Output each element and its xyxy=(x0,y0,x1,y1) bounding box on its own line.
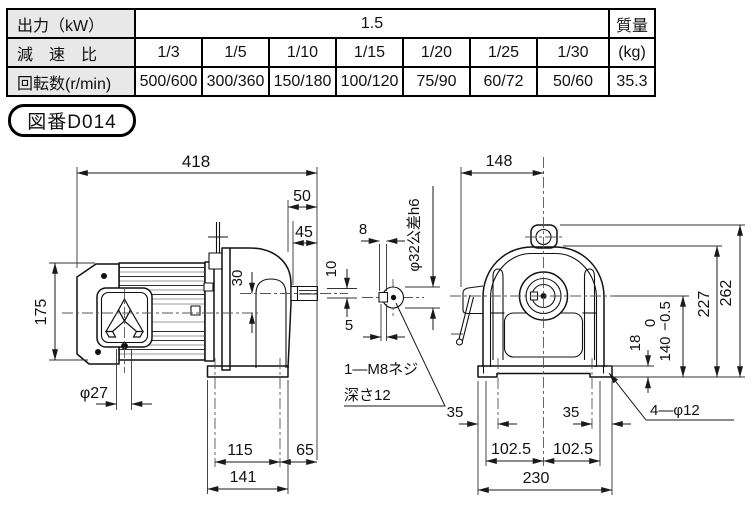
dim-height-175: 175 xyxy=(33,299,50,326)
dim-140-tol-upper: 0 xyxy=(642,319,659,327)
mass-unit: (kg) xyxy=(608,37,656,68)
ratio-cell: 1/20 xyxy=(402,37,471,68)
ratio-label: 減 速 比 xyxy=(6,37,136,68)
shaft-detail: 8 10 5 φ32公差h6 1—M8ネジ 深さ12 xyxy=(323,186,446,407)
spec-row-speed: 回転数(r/min) 500/600 300/360 150/180 100/1… xyxy=(6,66,656,97)
speed-cell: 150/180 xyxy=(268,66,337,97)
dim-width-148: 148 xyxy=(486,153,513,170)
dim-foot-width-230: 230 xyxy=(523,470,550,487)
dim-foot-18: 18 xyxy=(627,335,644,352)
eyebolt-boss xyxy=(208,252,223,270)
dim-height-227: 227 xyxy=(696,291,713,318)
dim-end-65: 65 xyxy=(296,442,314,459)
output-shaft xyxy=(290,281,319,305)
note-tap-line1: 1—M8ネジ xyxy=(344,361,418,378)
dim-140-tol-lower: −0.5 xyxy=(657,301,674,331)
left-rib xyxy=(492,268,504,360)
dim-102-right: 102.5 xyxy=(553,441,593,458)
dim-35-right: 35 xyxy=(563,404,580,421)
gear-housing-rib xyxy=(255,278,287,368)
spec-row-output: 出力（kW） 1.5 質量 xyxy=(6,8,656,39)
cable-entry-bolt xyxy=(121,342,128,350)
dim-key-10: 10 xyxy=(323,261,340,278)
dim-key-width-8: 8 xyxy=(359,221,367,238)
keyway xyxy=(378,291,389,303)
drawing-number-badge: 図番D014 xyxy=(8,104,136,137)
mass-label: 質量 xyxy=(608,8,656,39)
ratio-cell: 1/15 xyxy=(335,37,404,68)
output-label: 出力（kW） xyxy=(6,8,136,39)
terminal-bolt xyxy=(203,282,214,292)
drawing-number: 図番D014 xyxy=(27,112,117,133)
side-foot xyxy=(206,365,289,378)
dim-foot-pitch-115: 115 xyxy=(227,442,253,459)
spec-table: 出力（kW） 1.5 質量 減 速 比 1/3 1/5 1/10 1/15 1/… xyxy=(6,8,656,97)
ratio-cell: 1/30 xyxy=(536,37,610,68)
dim-height-140: 140 xyxy=(657,336,674,361)
dim-shaft-50: 50 xyxy=(293,188,311,205)
gear-housing xyxy=(230,247,292,369)
note-mounting-holes: 4—φ12 xyxy=(650,402,700,419)
speed-label: 回転数(r/min) xyxy=(6,66,136,97)
dim-shaft-offset-30: 30 xyxy=(229,270,246,287)
front-shaft-center xyxy=(540,293,547,299)
front-view-dimensions: 148 262 227 140 −0.5 0 18 35 xyxy=(447,153,745,495)
cover-bolt xyxy=(95,349,101,355)
ratio-cell: 1/25 xyxy=(469,37,538,68)
dim-height-262: 262 xyxy=(718,280,735,307)
side-view xyxy=(62,222,348,467)
dim-overall-length: 418 xyxy=(182,152,210,171)
gear-flange xyxy=(221,247,231,371)
speed-cell: 75/90 xyxy=(402,66,471,97)
tap-center xyxy=(390,294,397,301)
dim-foot-length-141: 141 xyxy=(230,469,257,486)
output-value: 1.5 xyxy=(134,8,610,39)
dim-shaft-fit: φ32公差h6 xyxy=(406,198,423,271)
ratio-cell: 1/5 xyxy=(201,37,270,68)
note-tap-line2: 深さ12 xyxy=(344,387,391,404)
terminal-bolt xyxy=(190,305,201,316)
side-view-dimensions: 418 50 45 30 175 φ27 115 xyxy=(33,152,318,494)
right-rib xyxy=(583,268,596,360)
front-foot xyxy=(477,365,613,378)
speed-cell: 60/72 xyxy=(469,66,538,97)
lead-wire xyxy=(451,285,484,346)
dim-shaft-45: 45 xyxy=(295,224,313,241)
dim-35-left: 35 xyxy=(447,404,464,421)
dim-102-left: 102.5 xyxy=(491,441,531,458)
speed-cell: 100/120 xyxy=(335,66,404,97)
speed-cell: 300/360 xyxy=(201,66,270,97)
mass-value: 35.3 xyxy=(608,66,656,97)
ratio-cell: 1/3 xyxy=(134,37,203,68)
dim-cable-hole: φ27 xyxy=(80,385,108,402)
front-view xyxy=(450,157,689,466)
ratio-cell: 1/10 xyxy=(268,37,337,68)
end-bracket xyxy=(204,261,215,362)
speed-cell: 50/60 xyxy=(536,66,610,97)
spec-row-ratio: 減 速 比 1/3 1/5 1/10 1/15 1/20 1/25 1/30 (… xyxy=(6,37,656,68)
cover-bolt xyxy=(101,273,107,279)
dim-key-5: 5 xyxy=(345,317,353,334)
speed-cell: 500/600 xyxy=(134,66,203,97)
